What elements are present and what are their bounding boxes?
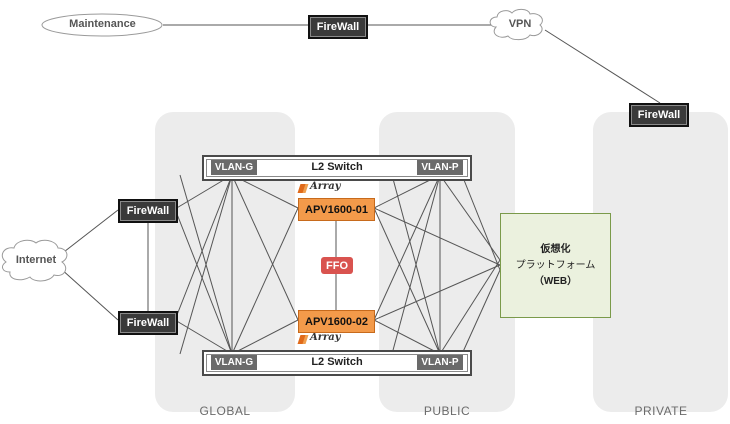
l2-switch-upper-title: L2 Switch xyxy=(311,161,363,173)
firewall-private: FireWall xyxy=(629,103,689,127)
apv1600-02: APV1600-02 xyxy=(298,310,375,333)
platform-line1: 仮想化 xyxy=(540,243,571,255)
zone-private xyxy=(593,112,728,412)
array-logo-upper-text: Array xyxy=(310,181,341,192)
array-logo-lower-text: Array xyxy=(310,332,341,343)
maintenance-cloud-label: Maintenance xyxy=(69,18,136,30)
virtualization-platform-web: 仮想化 プラットフォーム （WEB） xyxy=(500,213,611,318)
platform-line3: （WEB） xyxy=(533,275,578,287)
apv1600-01: APV1600-01 xyxy=(298,198,375,221)
ffo-badge: FFO xyxy=(321,257,353,274)
l2-switch-upper: L2 Switch VLAN-G VLAN-P xyxy=(202,155,472,181)
array-logo-upper: Array xyxy=(297,181,341,195)
firewall-top: FireWall xyxy=(308,15,368,39)
vpn-cloud-label: VPN xyxy=(508,18,532,30)
maintenance-cloud-shape xyxy=(41,13,163,37)
firewall-internet-upper: FireWall xyxy=(118,199,178,223)
vlan-g-upper: VLAN-G xyxy=(211,160,257,175)
platform-line2: プラットフォーム xyxy=(515,259,596,271)
firewall-internet-lower: FireWall xyxy=(118,311,178,335)
vlan-g-lower: VLAN-G xyxy=(211,355,257,370)
zone-private-label: PRIVATE xyxy=(634,404,688,418)
vlan-p-upper: VLAN-P xyxy=(417,160,463,175)
internet-cloud-label: Internet xyxy=(15,254,57,266)
array-logo-lower: Array xyxy=(297,332,341,346)
l2-switch-lower: L2 Switch VLAN-G VLAN-P xyxy=(202,350,472,376)
zone-global-label: GLOBAL xyxy=(199,404,251,418)
l2-switch-lower-title: L2 Switch xyxy=(311,356,363,368)
zone-public-label: PUBLIC xyxy=(423,404,471,418)
internet-cloud-shape xyxy=(1,239,68,282)
vpn-cloud-shape xyxy=(489,8,543,41)
vlan-p-lower: VLAN-P xyxy=(417,355,463,370)
